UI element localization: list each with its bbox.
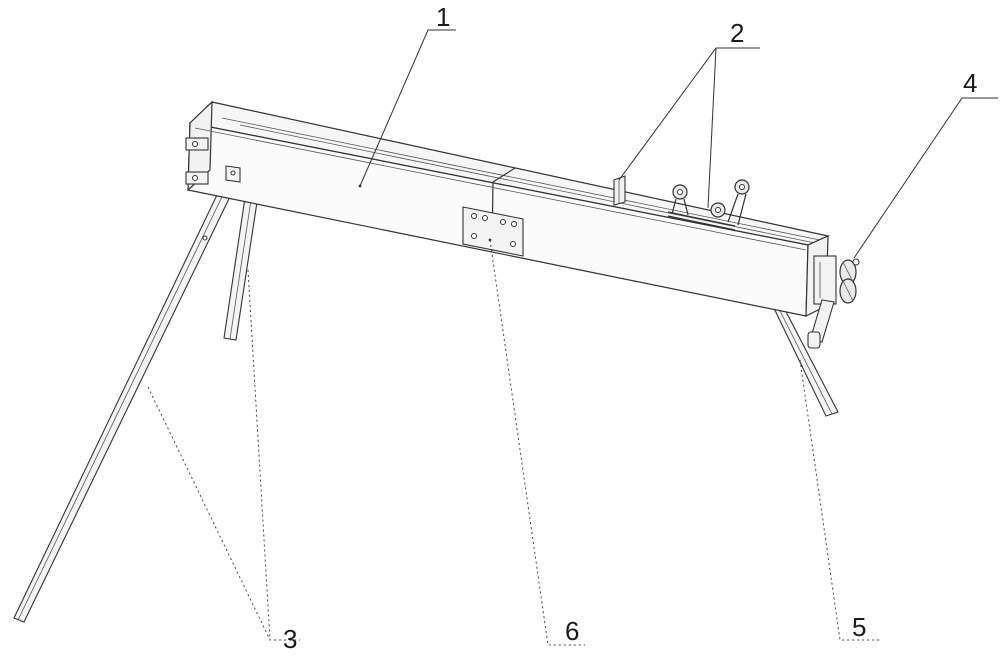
- main-beam: [187, 100, 830, 317]
- left-end-brackets: [185, 137, 209, 185]
- callout-3: 3: [283, 624, 297, 654]
- roller-assembly: [613, 175, 750, 231]
- callout-6: 6: [565, 616, 579, 646]
- callout-2: 2: [730, 18, 744, 48]
- left-long-leg: [13, 171, 241, 623]
- callout-4: 4: [963, 68, 977, 98]
- splice-plate: [462, 206, 524, 257]
- callout-5: 5: [852, 612, 866, 642]
- left-leg-bracket: [225, 165, 241, 183]
- left-short-leg: [223, 197, 258, 341]
- leader-lines: [147, 29, 998, 646]
- hand-winch: [807, 255, 860, 349]
- callout-1: 1: [436, 2, 450, 32]
